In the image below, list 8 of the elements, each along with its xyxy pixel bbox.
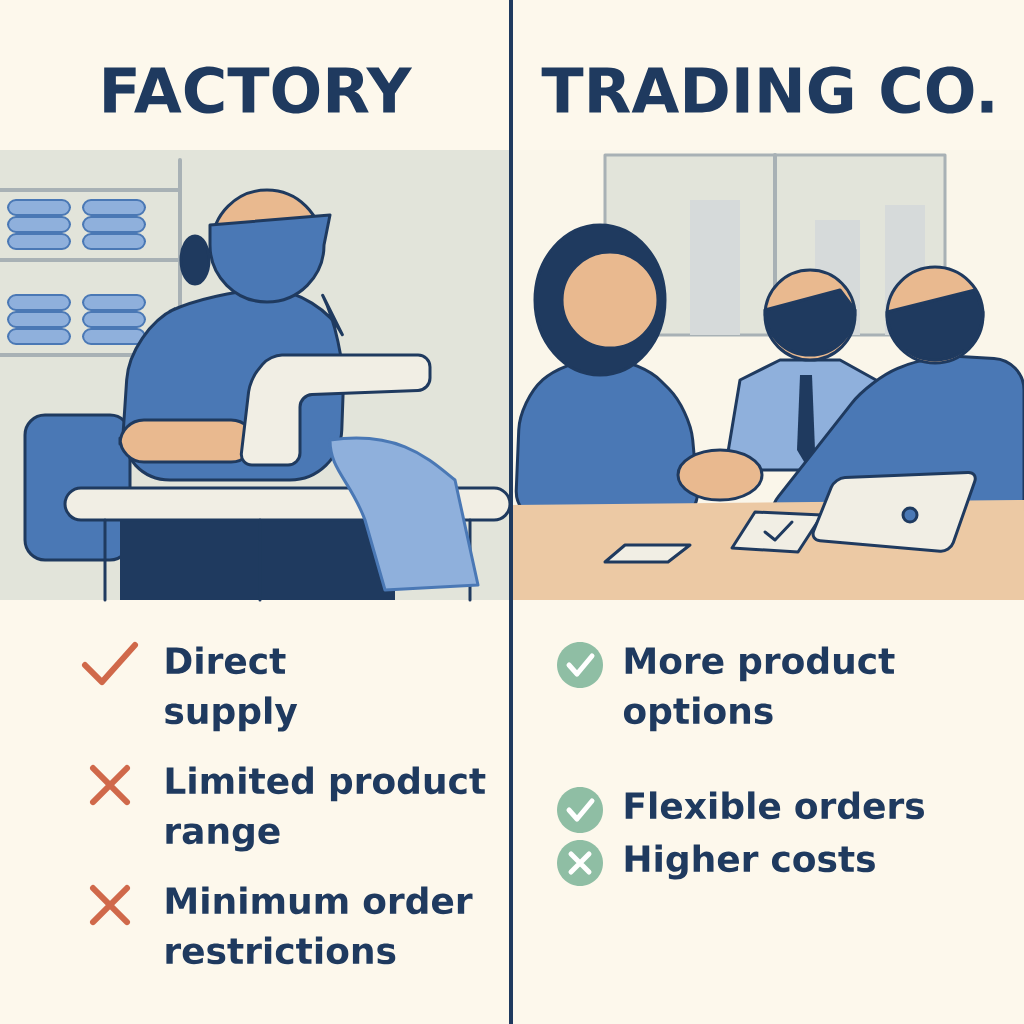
list-item: Higher costs [625,844,875,880]
column-heading: FACTORY [104,66,413,114]
list-item: Limited product range [166,766,486,852]
list-item: Direct supply [165,646,298,732]
list-item: More product options [623,646,895,732]
column-heading: TRADING CO. [541,66,993,114]
list-item: Flexible orders [625,791,924,820]
list-item: Minimum order restrictions [166,886,473,965]
